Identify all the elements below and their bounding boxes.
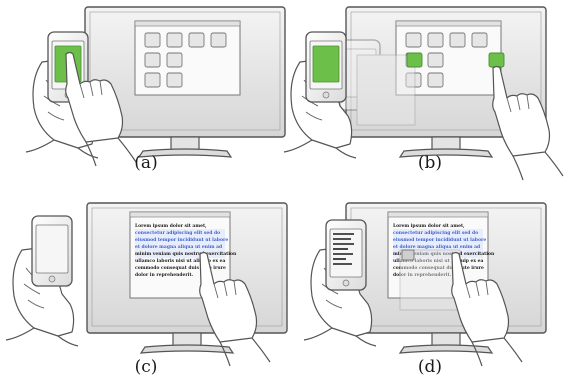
caption-d: (d) (418, 357, 442, 377)
svg-text:et dolore magna aliqua ut enim: et dolore magna aliqua ut enim ad (393, 244, 481, 250)
svg-text:commodo consequat duis aute ir: commodo consequat duis aute irure (393, 265, 484, 271)
panel-c: Lorem ipsum dolor sit amet, consectetur … (5, 202, 288, 377)
caption-c: (c) (135, 357, 158, 377)
phone-text-lines (333, 233, 354, 265)
document-text: Lorem ipsum dolor sit amet, consectetur … (135, 223, 237, 278)
svg-text:consectetur adipiscing elit se: consectetur adipiscing elit sed do (393, 230, 478, 236)
svg-text:ullamco laboris nisi ut aliqui: ullamco laboris nisi ut aliquip ex ea (393, 258, 483, 264)
panel-d: Lorem ipsum dolor sit amet, consectetur … (303, 202, 547, 377)
caption-b: (b) (418, 153, 442, 173)
document-text: Lorem ipsum dolor sit amet, consectetur … (393, 223, 495, 278)
svg-text:et dolore magna aliqua ut enim: et dolore magna aliqua ut enim ad (135, 244, 223, 250)
svg-text:minim veniam quis nostrud exer: minim veniam quis nostrud exercitation (135, 251, 237, 257)
svg-text:dolor in reprehenderit.: dolor in reprehenderit. (393, 272, 452, 278)
svg-text:Lorem ipsum dolor sit amet,: Lorem ipsum dolor sit amet, (135, 223, 207, 229)
svg-text:commodo consequat duis aute ir: commodo consequat duis aute irure (135, 265, 226, 271)
panel-b: (b) (283, 6, 564, 181)
hand-holding-phone (5, 215, 79, 347)
ghost-overlay (339, 39, 416, 126)
hand-holding-phone (303, 219, 377, 347)
caption-a: (a) (134, 153, 157, 173)
svg-text:minim veniam quis nostrud exer: minim veniam quis nostrud exercitation (393, 251, 495, 257)
svg-text:consectetur adipiscing elit se: consectetur adipiscing elit sed do (135, 230, 220, 236)
hand-holding-phone (283, 31, 357, 159)
svg-text:ullamco laboris nisi ut aliqui: ullamco laboris nisi ut aliquip ex ea (135, 258, 225, 264)
moving-green-tile (406, 52, 423, 68)
svg-text:dolor in reprehenderit.: dolor in reprehenderit. (135, 272, 194, 278)
dropped-green-tile (488, 52, 505, 68)
svg-text:eiusmod tempor incididunt ut l: eiusmod tempor incididunt ut labore (393, 237, 486, 243)
svg-text:Lorem ipsum dolor sit amet,: Lorem ipsum dolor sit amet, (393, 223, 465, 229)
svg-text:eiusmod tempor incididunt ut l: eiusmod tempor incididunt ut labore (135, 237, 228, 243)
panel-a: (a) (25, 6, 286, 173)
transferred-snippet (401, 249, 415, 261)
